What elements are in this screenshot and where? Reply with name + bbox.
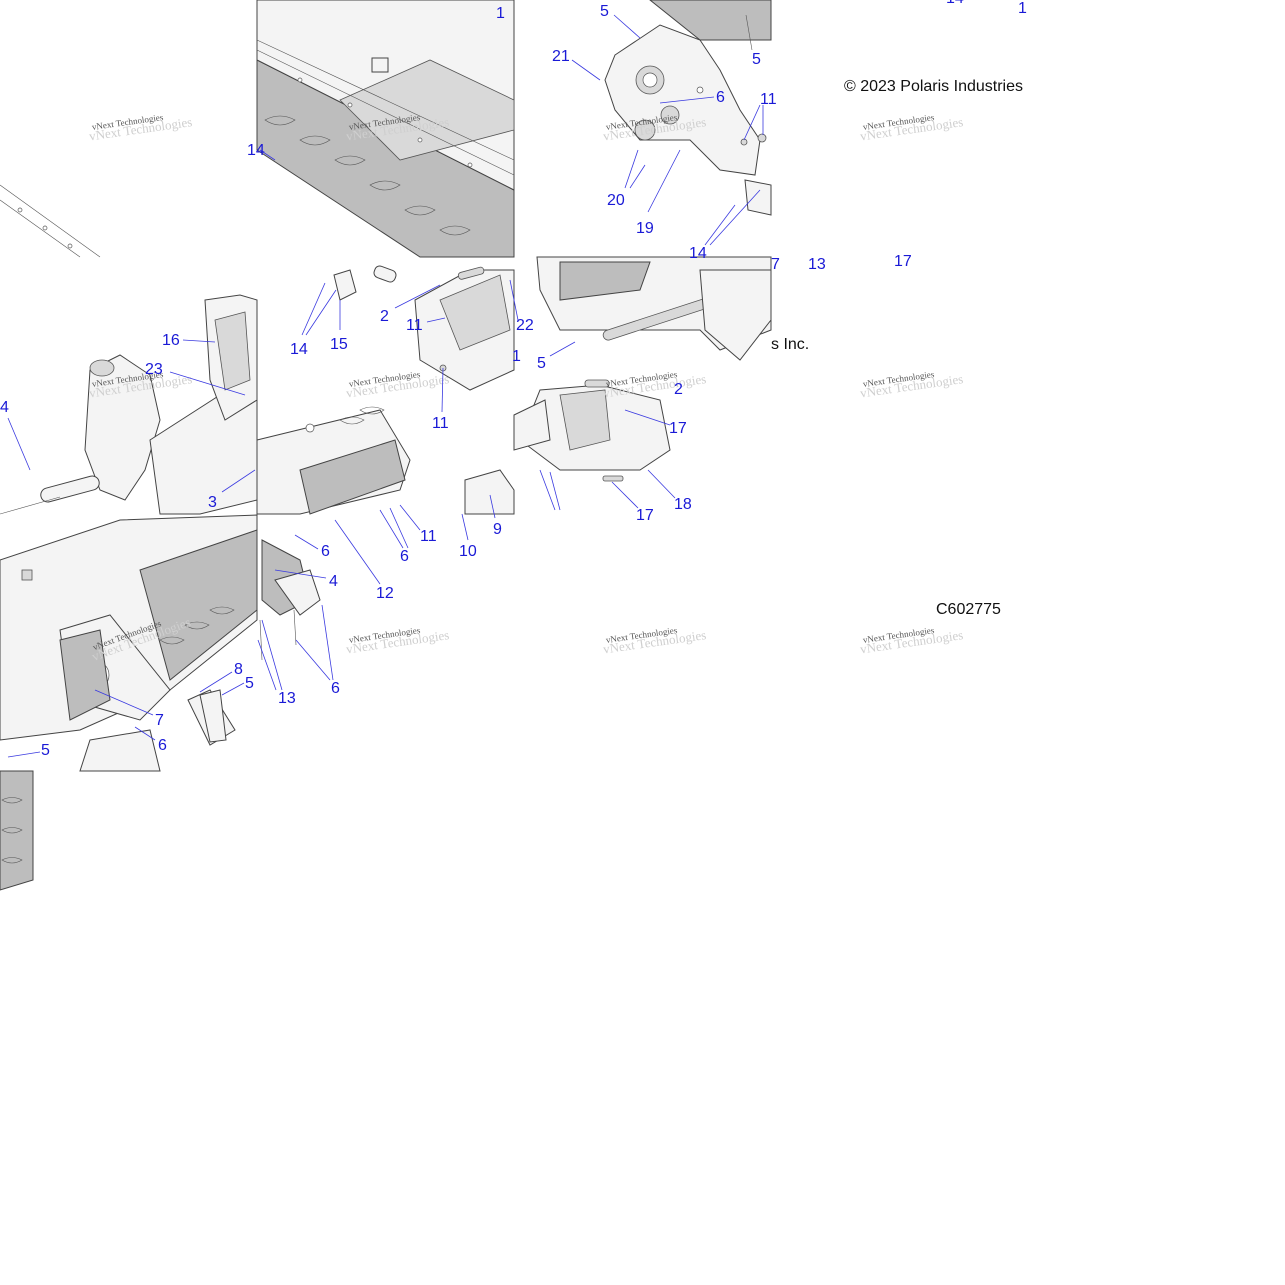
callout: 6 xyxy=(321,543,330,560)
callout: 4 xyxy=(0,399,9,416)
copyright-notice-fragment: s Inc. xyxy=(771,336,809,353)
front-frame-illustration xyxy=(513,256,772,482)
callout-numbers: 1 5 21 6 11 5 14 1 20 19 14 14 17 7 13 1… xyxy=(0,0,1027,759)
callout: 17 xyxy=(636,507,654,524)
callout: 6 xyxy=(716,89,725,106)
leader-lines xyxy=(7,14,764,758)
callout: 8 xyxy=(234,661,243,678)
callout: 5 xyxy=(537,355,546,372)
bracket-illustration xyxy=(187,539,321,746)
tunnel-front-illustration xyxy=(0,514,258,772)
rear-frame-illustration xyxy=(256,265,515,515)
callout: 14 xyxy=(946,0,964,7)
callout: 15 xyxy=(330,336,348,353)
callout: 2 xyxy=(380,308,389,325)
callout: 6 xyxy=(331,680,340,697)
callout: 5 xyxy=(600,3,609,20)
callout: 22 xyxy=(516,317,534,334)
bulkhead-illustration xyxy=(0,294,258,515)
copyright-notice: © 2023 Polaris Industries xyxy=(844,78,1023,95)
chaincase-plate-illustration xyxy=(604,0,772,216)
callout: 11 xyxy=(432,415,449,432)
callout: 2 xyxy=(674,381,683,398)
callout: 1 xyxy=(1018,0,1027,17)
callout: 19 xyxy=(636,220,654,237)
callout: 17 xyxy=(669,420,687,437)
callout: 14 xyxy=(247,142,265,159)
tunnel-panel-illustration xyxy=(256,0,515,258)
track-edge-illustration xyxy=(0,770,34,891)
callout: 17 xyxy=(894,253,912,270)
drawing-code: C602775 xyxy=(936,601,1001,618)
callout: 21 xyxy=(552,48,570,65)
callout: 18 xyxy=(674,496,692,513)
callout: 14 xyxy=(290,341,308,358)
callout: 1 xyxy=(512,348,521,365)
callout: 12 xyxy=(376,585,394,602)
callout: 6 xyxy=(400,548,409,565)
callout: 7 xyxy=(771,256,780,273)
callout: 6 xyxy=(158,737,167,754)
callout: 9 xyxy=(493,521,502,538)
callout: 10 xyxy=(459,543,477,560)
callout: 11 xyxy=(760,91,777,108)
callout: 13 xyxy=(808,256,826,273)
callout: 16 xyxy=(162,332,180,349)
callout: 1 xyxy=(496,5,505,22)
callout: 11 xyxy=(406,317,423,334)
callout: 3 xyxy=(208,494,217,511)
callout: 7 xyxy=(155,712,164,729)
rail-illustration-left xyxy=(0,184,101,258)
callout: 14 xyxy=(689,245,707,262)
callout: 13 xyxy=(278,690,296,707)
callout: 20 xyxy=(607,192,625,209)
callout: 5 xyxy=(41,742,50,759)
callout: 23 xyxy=(145,361,163,378)
callout: 5 xyxy=(245,675,254,692)
callout: 5 xyxy=(752,51,761,68)
callout: 11 xyxy=(420,528,437,545)
callout: 4 xyxy=(329,573,338,590)
